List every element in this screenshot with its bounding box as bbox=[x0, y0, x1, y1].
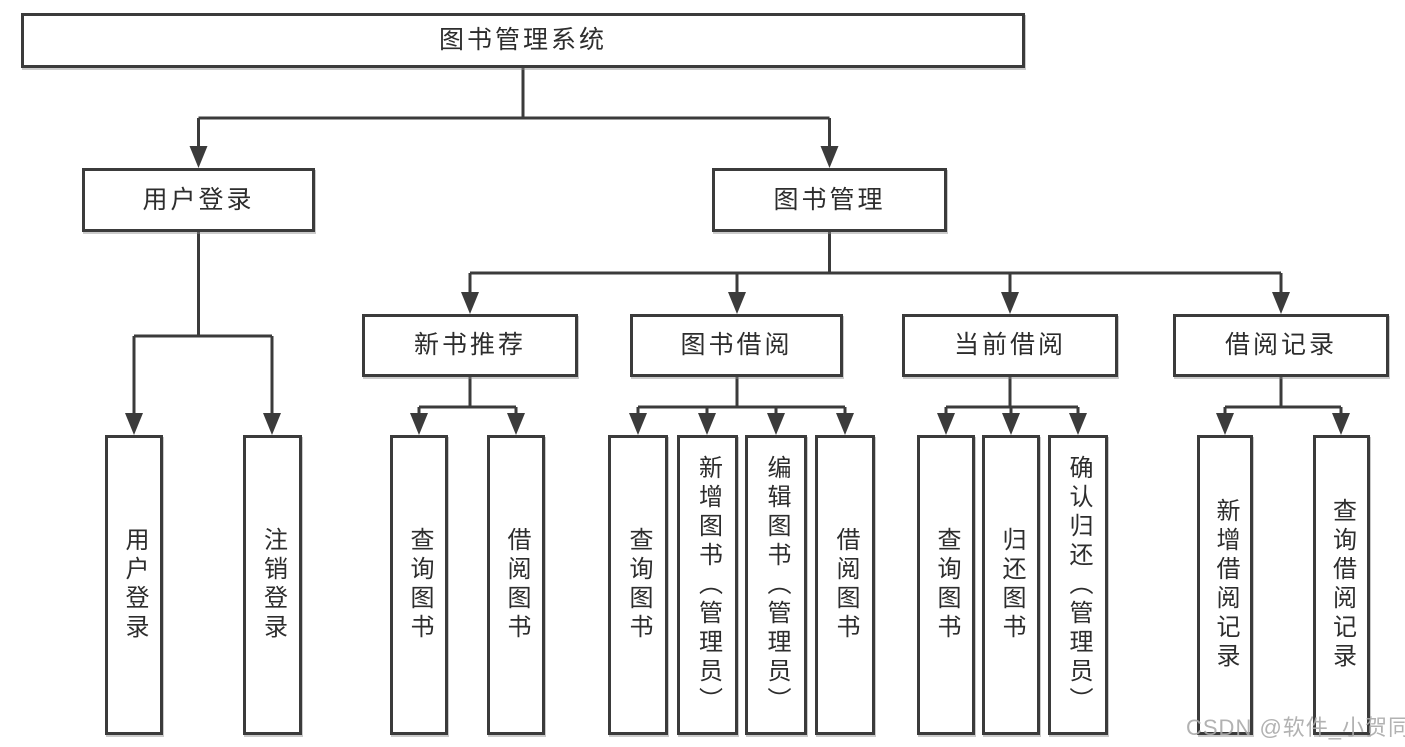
leaf-confirm-return-admin: 确认归还（管理员） bbox=[1048, 435, 1108, 735]
node-borrow-record: 借阅记录 bbox=[1173, 314, 1389, 377]
node-book-management: 图书管理 bbox=[712, 168, 947, 232]
leaf-query-book-borrow: 查询图书 bbox=[608, 435, 668, 735]
leaf-user-login-label: 用户登录 bbox=[121, 527, 148, 643]
leaf-return-book-label: 归还图书 bbox=[998, 527, 1025, 643]
leaf-add-borrow-record-label: 新增借阅记录 bbox=[1212, 498, 1239, 672]
leaf-add-borrow-record: 新增借阅记录 bbox=[1197, 435, 1253, 735]
node-book-borrow: 图书借阅 bbox=[630, 314, 843, 377]
leaf-edit-book-admin: 编辑图书（管理员） bbox=[745, 435, 807, 735]
node-current-borrow: 当前借阅 bbox=[902, 314, 1118, 377]
leaf-query-book-current-label: 查询图书 bbox=[933, 527, 960, 643]
leaf-user-login: 用户登录 bbox=[105, 435, 163, 735]
csdn-watermark: CSDN @软件_小贺同学 bbox=[1186, 715, 1405, 740]
leaf-borrow-book-recommend-label: 借阅图书 bbox=[503, 527, 530, 643]
arrowheads bbox=[125, 146, 1350, 435]
leaf-query-book-borrow-label: 查询图书 bbox=[625, 527, 652, 643]
leaf-query-borrow-record: 查询借阅记录 bbox=[1313, 435, 1370, 735]
leaf-add-book-admin: 新增图书（管理员） bbox=[677, 435, 738, 735]
leaf-confirm-return-admin-label: 确认归还（管理员） bbox=[1065, 454, 1092, 716]
node-new-book-recommend: 新书推荐 bbox=[362, 314, 578, 377]
leaf-edit-book-admin-label: 编辑图书（管理员） bbox=[763, 454, 790, 716]
node-root-system: 图书管理系统 bbox=[21, 13, 1025, 68]
leaf-query-book-recommend-label: 查询图书 bbox=[406, 527, 433, 643]
leaf-query-borrow-record-label: 查询借阅记录 bbox=[1328, 498, 1356, 672]
leaf-query-book-recommend: 查询图书 bbox=[390, 435, 448, 735]
leaf-add-book-admin-label: 新增图书（管理员） bbox=[694, 454, 722, 716]
leaf-query-book-current: 查询图书 bbox=[917, 435, 975, 735]
leaf-borrow-book-label: 借阅图书 bbox=[832, 527, 859, 643]
leaf-logout-login-label: 注销登录 bbox=[259, 527, 287, 643]
leaf-return-book: 归还图书 bbox=[982, 435, 1040, 735]
leaf-logout-login: 注销登录 bbox=[243, 435, 302, 735]
leaf-borrow-book-recommend: 借阅图书 bbox=[487, 435, 545, 735]
node-user-login: 用户登录 bbox=[82, 168, 315, 232]
leaf-borrow-book: 借阅图书 bbox=[815, 435, 875, 735]
